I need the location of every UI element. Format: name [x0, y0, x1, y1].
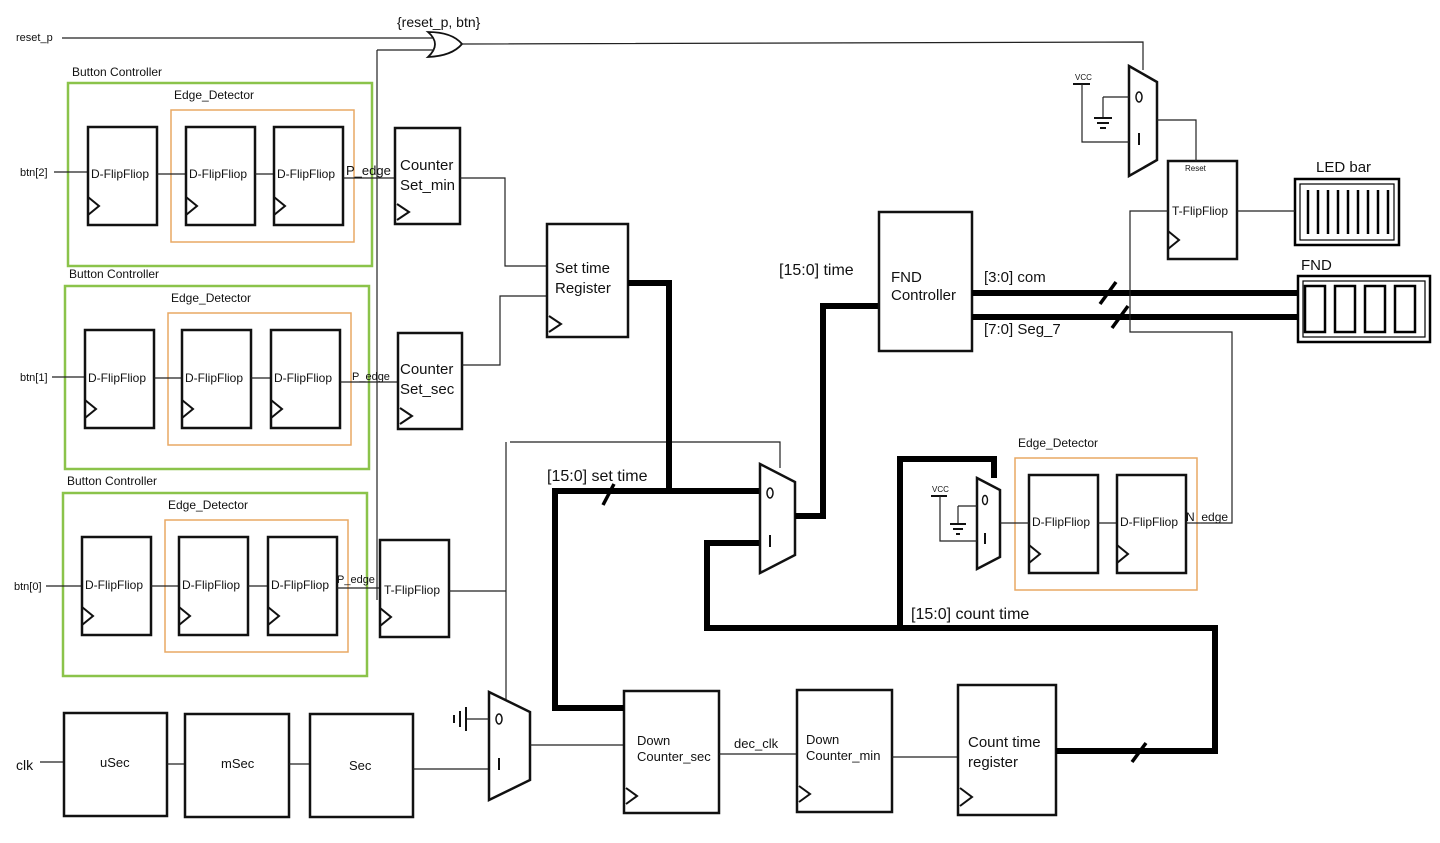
fnd-display: FND: [1296, 257, 1432, 344]
reset-input-label: reset_p: [16, 32, 53, 44]
counter-set-sec-line1: Counter: [400, 361, 453, 378]
down-counter-sec-line2: Counter_sec: [637, 749, 711, 764]
tff-led: Reset T-FlipFliop: [1166, 159, 1239, 261]
usec-label: uSec: [100, 755, 130, 770]
set-time-bus: [15:0] set time: [547, 280, 760, 711]
count-time-register: Count time register: [956, 683, 1058, 817]
p-edge-label: P_edge: [337, 574, 375, 586]
edge-mux: VCC: [931, 475, 1002, 572]
dff-label: D-FlipFliop: [277, 167, 335, 181]
led-bar: LED bar: [1293, 159, 1401, 247]
dff-block: [1027, 473, 1100, 575]
sec-block: [308, 712, 415, 819]
button-controller-btn1: Button Controller Edge_Detector btn[1] D…: [20, 267, 398, 471]
down-counter-min-line1: Down: [806, 732, 839, 747]
msec-label: mSec: [221, 756, 255, 771]
time-bus-label: [15:0] time: [779, 262, 854, 279]
fnd-controller-line1: FND: [891, 269, 922, 286]
dff-block: [83, 328, 156, 430]
set-time-register-line1: Set time: [555, 260, 610, 277]
button-controller-btn0: Button Controller Edge_Detector btn[0] D…: [14, 474, 380, 678]
counter-set-min: Counter Set_min: [393, 126, 462, 226]
dff-block: [177, 535, 250, 637]
dff-label: D-FlipFliop: [1032, 515, 1090, 529]
tff-mode-toggle: T-FlipFliop: [378, 538, 451, 639]
count-time-bus: [15:0] count time: [704, 456, 1218, 764]
down-counter-sec: Down Counter_sec: [622, 689, 721, 815]
led-bar-label: LED bar: [1316, 159, 1371, 176]
com-bus-label: [3:0] com: [984, 269, 1046, 286]
p-edge-label: P_edge: [352, 371, 390, 383]
dff-label: D-FlipFliop: [91, 167, 149, 181]
dff-label: D-FlipFliop: [274, 371, 332, 385]
down-counter-sec-line1: Down: [637, 733, 670, 748]
counter-set-min-line2: Set_min: [400, 177, 455, 194]
fnd-label: FND: [1301, 257, 1332, 274]
fnd-controller: FND Controller: [877, 210, 974, 353]
reset-mux: VCC: [1073, 63, 1159, 179]
clock-mux: [453, 689, 532, 803]
sec-label: Sec: [349, 758, 372, 773]
dff-block: [269, 328, 342, 430]
clk-label: clk: [16, 757, 34, 773]
dff-block: [86, 125, 159, 227]
dff-block: [266, 535, 339, 637]
n-edge-label: N_edge: [1186, 510, 1228, 524]
usec-block: [62, 711, 169, 818]
or-gate: {reset_p, btn}: [376, 14, 481, 600]
dec-clk-label: dec_clk: [734, 736, 779, 751]
vcc-label: VCC: [1075, 73, 1092, 82]
button-controller-label: Button Controller: [69, 267, 159, 281]
dff-label: D-FlipFliop: [182, 578, 240, 592]
button-controller-label: Button Controller: [67, 474, 157, 488]
dff-block: [180, 328, 253, 430]
set-time-bus-label: [15:0] set time: [547, 468, 648, 485]
msec-block: [183, 712, 291, 819]
tff-label: T-FlipFliop: [384, 583, 440, 597]
dff-block: [272, 125, 345, 227]
counter-set-sec-line2: Set_sec: [400, 381, 455, 398]
set-time-register-line2: Register: [555, 280, 611, 297]
button-controller-label: Button Controller: [72, 65, 162, 79]
dff-label: D-FlipFliop: [185, 371, 243, 385]
tff-label: T-FlipFliop: [1172, 204, 1228, 218]
reset-pin-label: Reset: [1185, 164, 1207, 173]
counter-set-min-line1: Counter: [400, 157, 453, 174]
btn2-label: btn[2]: [20, 167, 48, 179]
edge-detector-label: Edge_Detector: [1018, 436, 1098, 450]
count-time-bus-label: [15:0] count time: [911, 606, 1029, 623]
count-time-register-line2: register: [968, 754, 1018, 771]
down-counter-min-line2: Counter_min: [806, 748, 880, 763]
edge-detector-label: Edge_Detector: [168, 498, 248, 512]
edge-detector-label: Edge_Detector: [174, 88, 254, 102]
dff-label: D-FlipFliop: [85, 578, 143, 592]
dff-label: D-FlipFliop: [189, 167, 247, 181]
btn1-label: btn[1]: [20, 372, 48, 384]
down-counter-min: Down Counter_min: [795, 688, 894, 814]
or-gate-label: {reset_p, btn}: [397, 14, 481, 30]
btn0-label: btn[0]: [14, 581, 42, 593]
p-edge-label: P_edge: [346, 163, 391, 178]
fnd-controller-line2: Controller: [891, 287, 956, 304]
vcc-label: VCC: [932, 485, 949, 494]
edge-detector-n: Edge_Detector D-FlipFliop D-FlipFliop N_…: [1014, 436, 1228, 591]
seg-bus-label: [7:0] Seg_7: [984, 321, 1061, 338]
dff-block: [1115, 473, 1188, 575]
dff-label: D-FlipFliop: [271, 578, 329, 592]
display-mux: [758, 461, 797, 576]
edge-detector-label: Edge_Detector: [171, 291, 251, 305]
dff-label: D-FlipFliop: [88, 371, 146, 385]
dff-label: D-FlipFliop: [1120, 515, 1178, 529]
clock-chain: clk uSec mSec Sec: [16, 711, 490, 819]
reset-input: reset_p: [16, 32, 434, 44]
count-time-register-line1: Count time: [968, 734, 1041, 751]
set-time-register: Set time Register: [545, 222, 630, 339]
counter-set-sec: Counter Set_sec: [396, 331, 464, 431]
dff-block: [184, 125, 257, 227]
button-controller-btn2: Button Controller Edge_Detector btn[2] D…: [20, 65, 395, 268]
